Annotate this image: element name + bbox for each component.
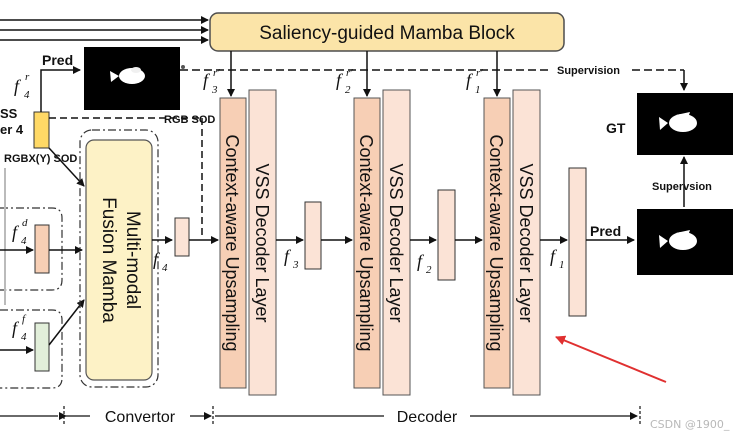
f3r-base: f <box>203 70 211 90</box>
left-dashdot-group-f <box>0 309 63 389</box>
supervision-top-label: Supervision <box>557 65 620 77</box>
fusion-label-line1: Multi-modal <box>122 211 143 309</box>
feature-f2: f 2 <box>417 189 456 281</box>
f1r-sub: 1 <box>475 84 481 96</box>
stage2-upsampling-label: Context-aware Upsampling <box>356 134 376 351</box>
stage1-upsampling-label: Context-aware Upsampling <box>222 134 242 351</box>
f4-sub: 4 <box>162 262 168 274</box>
f4d-sup: d <box>22 217 28 229</box>
right-pred-image <box>637 209 733 275</box>
top-pred-label: Pred <box>42 52 73 68</box>
stage1-decoder-label: VSS Decoder Layer <box>252 163 272 322</box>
supervision-right-label: Supervsion <box>652 181 712 193</box>
stage3-upsampling-label: Context-aware Upsampling <box>486 134 506 351</box>
feature-f4d: f 4 d <box>12 217 50 274</box>
watermark: CSDN @1900_ <box>650 418 730 431</box>
f3-base: f <box>284 246 292 266</box>
f3-sub: 3 <box>292 259 299 271</box>
f1r-sup: r′ <box>476 67 483 79</box>
input-lines-top <box>0 16 209 44</box>
feature-f4r: f 4 r <box>14 71 50 149</box>
f4r-sub: 4 <box>24 89 30 101</box>
f2-sub: 2 <box>426 264 432 276</box>
decoder-label: Decoder <box>397 409 458 426</box>
decoder-stage-2: f 2 r′ Context-aware Upsampling VSS Deco… <box>336 67 411 396</box>
f4f-base: f <box>12 318 20 338</box>
f2r-base: f <box>336 70 344 90</box>
f2-base: f <box>417 251 425 271</box>
f4f-sub: 4 <box>21 331 27 343</box>
fusion-block-outer <box>79 129 159 388</box>
f4r-base: f <box>14 76 22 96</box>
f4-base: f <box>153 249 161 269</box>
left-partial-top: SS <box>0 106 18 121</box>
f4r-sup: r <box>25 71 30 83</box>
saliency-down-arrows <box>227 51 501 97</box>
supervision-top-line <box>180 69 688 91</box>
f4f-sup: f <box>22 313 27 325</box>
feature-f1: f 1 <box>550 167 587 317</box>
fusion-label-line2: Fusion Mamba <box>98 197 119 323</box>
decoder-stage-3: f 1 r′ Context-aware Upsampling VSS Deco… <box>466 67 541 396</box>
f1-base: f <box>550 246 558 266</box>
left-partial-bottom: RGBX(Y) SOD <box>4 153 77 165</box>
feature-f4: f 4 <box>153 217 190 274</box>
feature-f4f: f 4 f <box>12 313 50 372</box>
convertor-label: Convertor <box>105 409 176 426</box>
f3r-sub: 3 <box>211 84 218 96</box>
top-pred-caption: RGB SOD <box>164 114 215 126</box>
saliency-guided-mamba-block: Saliency-guided Mamba Block <box>209 12 565 52</box>
right-pred-label: Pred <box>590 223 621 239</box>
f1-sub: 1 <box>559 259 565 271</box>
f4d-sub: 4 <box>21 235 27 247</box>
multi-modal-fusion-mamba: Multi-modal Fusion Mamba <box>85 139 153 381</box>
f2r-sup: r′ <box>346 67 353 79</box>
feature-f3: f 3 <box>284 201 322 271</box>
f2r-sub: 2 <box>345 84 351 96</box>
left-dashdot-group-d <box>0 207 63 291</box>
saliency-block-label: Saliency-guided Mamba Block <box>259 23 515 44</box>
red-annotation-arrow <box>555 335 667 383</box>
f3r-sup: r′ <box>213 67 220 79</box>
gt-image <box>637 93 733 155</box>
stage3-decoder-label: VSS Decoder Layer <box>516 163 536 322</box>
f1r-base: f <box>466 70 474 90</box>
top-pred-image <box>84 47 185 110</box>
stage2-decoder-label: VSS Decoder Layer <box>386 163 406 322</box>
left-partial-mid: er 4 <box>0 122 24 137</box>
section-brackets <box>0 406 641 426</box>
decoder-stage-1: f 3 r′ Context-aware Upsampling VSS Deco… <box>203 67 277 396</box>
f4d-base: f <box>12 222 20 242</box>
gt-label: GT <box>606 120 626 136</box>
